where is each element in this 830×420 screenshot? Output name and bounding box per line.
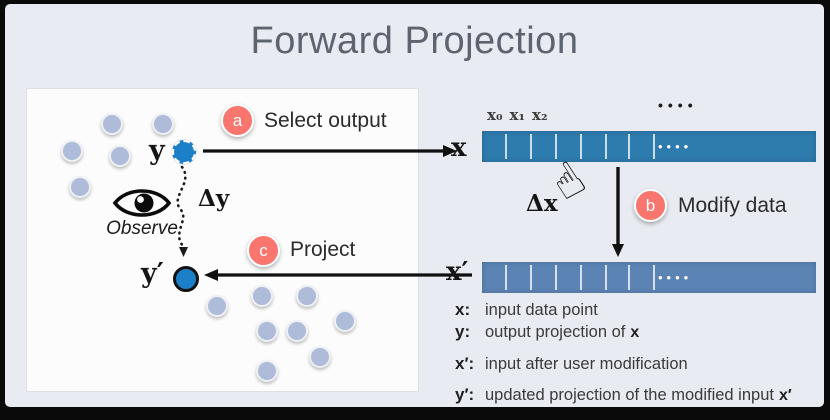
vector-cell-tick [628, 265, 630, 290]
legend-row-x: x: input data point [455, 299, 824, 321]
scatter-dot [309, 346, 331, 368]
vector-cell-tick [505, 265, 507, 290]
scatter-dot [101, 113, 123, 135]
scatter-dot [206, 295, 228, 317]
y-label: y [149, 135, 165, 166]
scatter-dot [251, 285, 273, 307]
scatter-dot [296, 285, 318, 307]
legend: x: input data point y: output projection… [455, 299, 824, 407]
legend-row-y-prime: y′: updated projection of the modified i… [455, 384, 824, 407]
legend-row-x-prime: x′: input after user modification [455, 353, 824, 375]
cell-label-x0: x₀ [487, 106, 503, 124]
vector-cell-tick [605, 265, 607, 290]
observe-label: Observe [106, 218, 178, 239]
step-label-select-output: Select output [264, 109, 387, 132]
step-letter-a: a [232, 110, 243, 130]
step-badge-c: c [247, 234, 280, 267]
step-badge-a: a [221, 104, 254, 137]
updated-point-y-prime [173, 266, 199, 292]
scatter-dot [152, 113, 174, 135]
legend-text: input after user modification [485, 355, 688, 373]
scatter-dot [69, 176, 91, 198]
vector-cell-tick [555, 134, 557, 159]
legend-text: output projection of [485, 323, 626, 341]
vector-cell-tick [653, 134, 655, 159]
vector-ellipsis-top: •••• [658, 97, 698, 113]
vector-cell-tick [580, 134, 582, 159]
vector-cell-tick [530, 134, 532, 159]
delta-x-label: Δx [526, 190, 558, 217]
forward-projection-diagram: Forward Projection [5, 4, 824, 407]
vector-cell-tick [605, 134, 607, 159]
vector-cell-tick [580, 265, 582, 290]
vector-cell-tick [505, 134, 507, 159]
scatter-dot [109, 145, 131, 167]
projection-panel [26, 88, 419, 392]
legend-symbol: x′: [455, 354, 475, 373]
legend-row-y: y: output projection of x [455, 321, 824, 344]
legend-suffix-symbol: x′ [778, 387, 792, 404]
vector-cell-labels: x₀ x₁ x₂ [487, 106, 548, 124]
legend-symbol: y′: [455, 385, 475, 404]
cell-label-x1: x₁ [509, 106, 526, 124]
legend-symbol: x: [455, 300, 471, 319]
scatter-dot [61, 140, 83, 162]
vector-cell-tick [530, 265, 532, 290]
step-label-project: Project [290, 238, 356, 261]
step-letter-b: b [645, 195, 656, 215]
page-title: Forward Projection [250, 20, 579, 62]
y-prime-label: y′ [141, 258, 164, 289]
delta-y-label: Δy [198, 185, 230, 212]
output-point-y[interactable] [172, 140, 196, 164]
legend-symbol: y: [455, 322, 471, 341]
x-bar-ellipsis: •••• [658, 139, 693, 154]
vector-cell-tick [628, 134, 630, 159]
x-vector-label: x [451, 133, 467, 163]
scatter-dot [334, 310, 356, 332]
modify-arrow [612, 167, 624, 257]
step-label-modify-data: Modify data [678, 194, 787, 217]
x-prime-vector-bar: •••• [482, 262, 816, 293]
vector-cell-tick [653, 265, 655, 290]
legend-suffix-symbol: x [630, 324, 640, 341]
x-prime-vector-label: x′ [446, 257, 469, 287]
x-vector-bar[interactable]: •••• [482, 131, 816, 162]
legend-text: updated projection of the modified input [485, 386, 774, 404]
x-prime-bar-ellipsis: •••• [658, 270, 693, 285]
cell-label-x2: x₂ [532, 106, 548, 124]
scatter-dot [256, 320, 278, 342]
scatter-dot [256, 360, 278, 382]
vector-cell-tick [555, 265, 557, 290]
step-badge-b: b [634, 189, 667, 222]
legend-text: input data point [485, 301, 598, 319]
step-letter-c: c [259, 240, 268, 260]
scatter-dot [286, 320, 308, 342]
